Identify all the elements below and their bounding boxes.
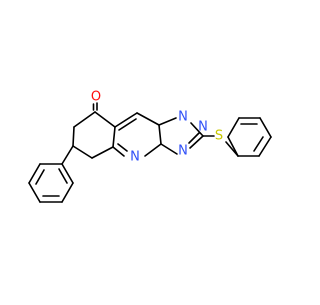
- atom-nitrogen-label-a: N: [178, 110, 188, 125]
- bond-b5: [227, 117, 240, 138]
- bond-p2: [136, 112, 160, 126]
- bond-c2-c3: [72, 126, 75, 147]
- bond-c5-c6: [112, 126, 116, 148]
- atom-nitrogen-label-d: N: [130, 150, 140, 165]
- atom-nitrogen-label-b: N: [198, 120, 208, 135]
- bond-ph2-inner: [35, 169, 45, 185]
- bond-b2-inner: [253, 136, 264, 152]
- bond-p1: [114, 112, 138, 128]
- bond-p5-inner: [117, 143, 128, 152]
- atom-nitrogen-label-c: N: [178, 144, 188, 159]
- structure-svg: O N N N N S: [28, 90, 272, 203]
- bond-ph6-inner: [58, 168, 68, 184]
- bond-p3: [158, 124, 162, 145]
- bond-c4-c5: [91, 146, 114, 159]
- bond-c6-c1: [94, 111, 116, 128]
- bond-ring-to-phenyl: [61, 145, 74, 165]
- bond-t2: [190, 122, 204, 137]
- bond-ph2: [28, 163, 41, 184]
- bond-group: [28, 102, 272, 203]
- bond-p5: [112, 146, 125, 157]
- bond-ph5: [61, 182, 74, 203]
- bond-ph6: [61, 163, 74, 184]
- bond-p1-inner: [118, 118, 137, 131]
- bond-b3: [259, 117, 272, 138]
- bond-t4: [160, 143, 178, 155]
- molecule-structure-diagram: O N N N N S: [28, 90, 272, 203]
- atom-oxygen-label: O: [91, 90, 101, 105]
- bond-c1-c2: [73, 111, 96, 128]
- bond-t3: [189, 135, 204, 149]
- bond-t1: [158, 117, 177, 126]
- bond-ph3: [28, 182, 41, 203]
- bond-b2: [258, 136, 272, 157]
- bond-c3-c4: [72, 145, 93, 159]
- bond-p4: [144, 143, 162, 157]
- bond-b6: [227, 136, 239, 157]
- atom-sulfur-label: S: [215, 129, 223, 144]
- bond-t3-inner: [188, 132, 200, 144]
